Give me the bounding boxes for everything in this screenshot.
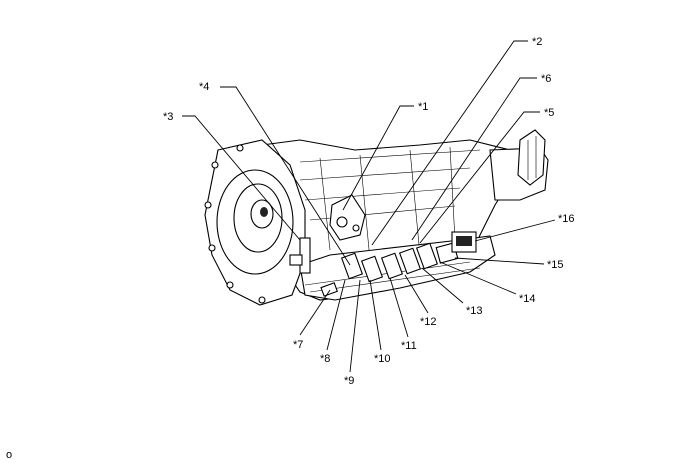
callout-9: *9 <box>344 375 354 387</box>
callout-2: *2 <box>532 36 542 48</box>
callout-14: *14 <box>519 293 536 305</box>
callout-13: *13 <box>466 305 483 317</box>
footer-code: o <box>6 449 12 461</box>
callout-3: *3 <box>163 111 173 123</box>
leader-lines <box>182 40 556 373</box>
transmission-body <box>204 129 549 306</box>
callout-10: *10 <box>374 353 391 365</box>
callout-16: *16 <box>558 213 575 225</box>
callout-6: *6 <box>541 73 551 85</box>
callout-8: *8 <box>320 353 330 365</box>
callout-labels: *1 *2 *3 *4 *5 *6 *7 *8 *9 *10 *11 *12 *… <box>163 36 575 387</box>
callout-12: *12 <box>420 316 437 328</box>
callout-7: *7 <box>293 339 303 351</box>
callout-5: *5 <box>544 107 554 119</box>
callout-4: *4 <box>199 81 209 93</box>
callout-11: *11 <box>401 340 417 352</box>
callout-15: *15 <box>547 259 564 271</box>
callout-1: *1 <box>418 101 428 113</box>
